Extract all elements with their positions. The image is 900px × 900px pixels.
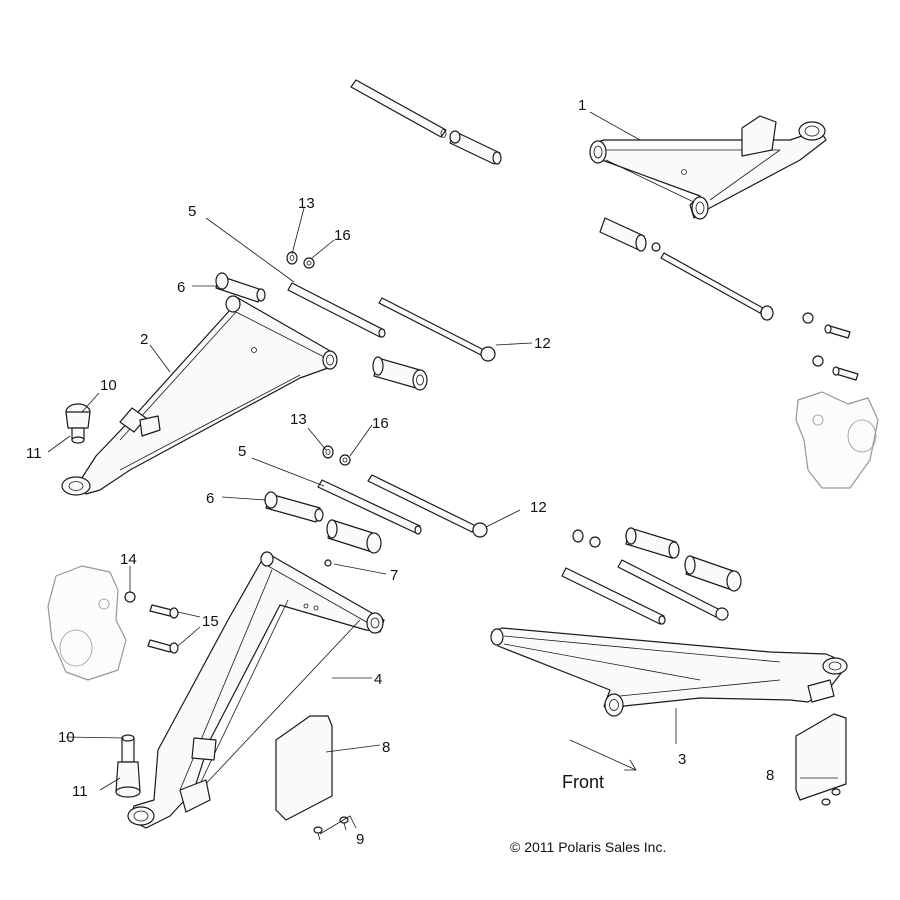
ball-joint-upper bbox=[65, 403, 91, 444]
screw-9-a bbox=[313, 826, 323, 841]
callout-16-upper: 16 bbox=[334, 227, 351, 244]
callout-10-upper: 10 bbox=[100, 377, 117, 394]
a-arm-lower-right bbox=[490, 627, 848, 717]
hardware-right-lower bbox=[561, 527, 742, 625]
front-direction-arrow bbox=[569, 739, 637, 771]
screw-9-right-b bbox=[821, 798, 831, 806]
screw-9-right-a bbox=[831, 788, 841, 796]
callout-13-lower: 13 bbox=[290, 411, 307, 428]
front-label: Front bbox=[562, 772, 604, 792]
nut-14 bbox=[124, 591, 136, 603]
callout-12-lower: 12 bbox=[530, 499, 547, 516]
bushing-6-lower bbox=[264, 491, 324, 523]
callout-4: 4 bbox=[374, 671, 382, 688]
pivot-shaft-5-lower bbox=[317, 479, 422, 535]
callout-1: 1 bbox=[578, 97, 586, 114]
nut-13-upper bbox=[286, 251, 298, 265]
steering-knuckle-left bbox=[47, 565, 127, 681]
callout-12-upper: 12 bbox=[534, 335, 551, 352]
callout-5-upper: 5 bbox=[188, 203, 196, 220]
copyright-notice: © 2011 Polaris Sales Inc. bbox=[510, 839, 666, 855]
callout-11-upper: 11 bbox=[26, 445, 42, 462]
bolt-12-upper bbox=[378, 297, 496, 362]
callout-14: 14 bbox=[120, 551, 137, 568]
callout-13-upper: 13 bbox=[298, 195, 315, 212]
bolt-15-upper bbox=[149, 604, 179, 619]
pivot-shaft-5-upper bbox=[287, 282, 386, 338]
steering-knuckle-right bbox=[795, 391, 879, 489]
pivot-shaft-right-upper bbox=[599, 217, 774, 321]
bushing-upper-right-of-arm2 bbox=[372, 356, 428, 391]
grease-fitting-7 bbox=[324, 559, 332, 567]
callout-15: 15 bbox=[202, 613, 219, 630]
hardware-right-cluster bbox=[802, 312, 859, 381]
callout-3: 3 bbox=[678, 751, 686, 768]
callout-6-lower: 6 bbox=[206, 490, 214, 507]
callout-7: 7 bbox=[390, 567, 398, 584]
callout-9: 9 bbox=[356, 831, 364, 848]
leader-lines bbox=[47, 111, 838, 835]
bushing-6-upper bbox=[215, 272, 266, 303]
bolt-12-lower bbox=[367, 474, 488, 538]
pivot-shaft-upper bbox=[350, 79, 502, 165]
ball-joint-lower bbox=[115, 734, 141, 798]
callout-8-right: 8 bbox=[766, 767, 774, 784]
washer-16-lower bbox=[339, 454, 351, 466]
washer-16-upper bbox=[303, 257, 315, 269]
callout-11-lower: 11 bbox=[72, 783, 88, 800]
a-arm-lower-left bbox=[127, 551, 385, 829]
callout-5-lower: 5 bbox=[238, 443, 246, 460]
a-arm-upper-right bbox=[589, 115, 827, 220]
skid-plate-left bbox=[275, 715, 333, 821]
a-arm-upper-left bbox=[61, 295, 338, 496]
callout-2: 2 bbox=[140, 331, 148, 348]
screw-9-b bbox=[339, 816, 349, 831]
callout-10-lower: 10 bbox=[58, 729, 75, 746]
callout-16-lower: 16 bbox=[372, 415, 389, 432]
bushing-lower-mid bbox=[326, 519, 382, 554]
callout-6-upper: 6 bbox=[177, 279, 185, 296]
callout-8-left: 8 bbox=[382, 739, 390, 756]
bolt-15-lower bbox=[147, 639, 179, 654]
skid-plate-right bbox=[795, 713, 847, 801]
